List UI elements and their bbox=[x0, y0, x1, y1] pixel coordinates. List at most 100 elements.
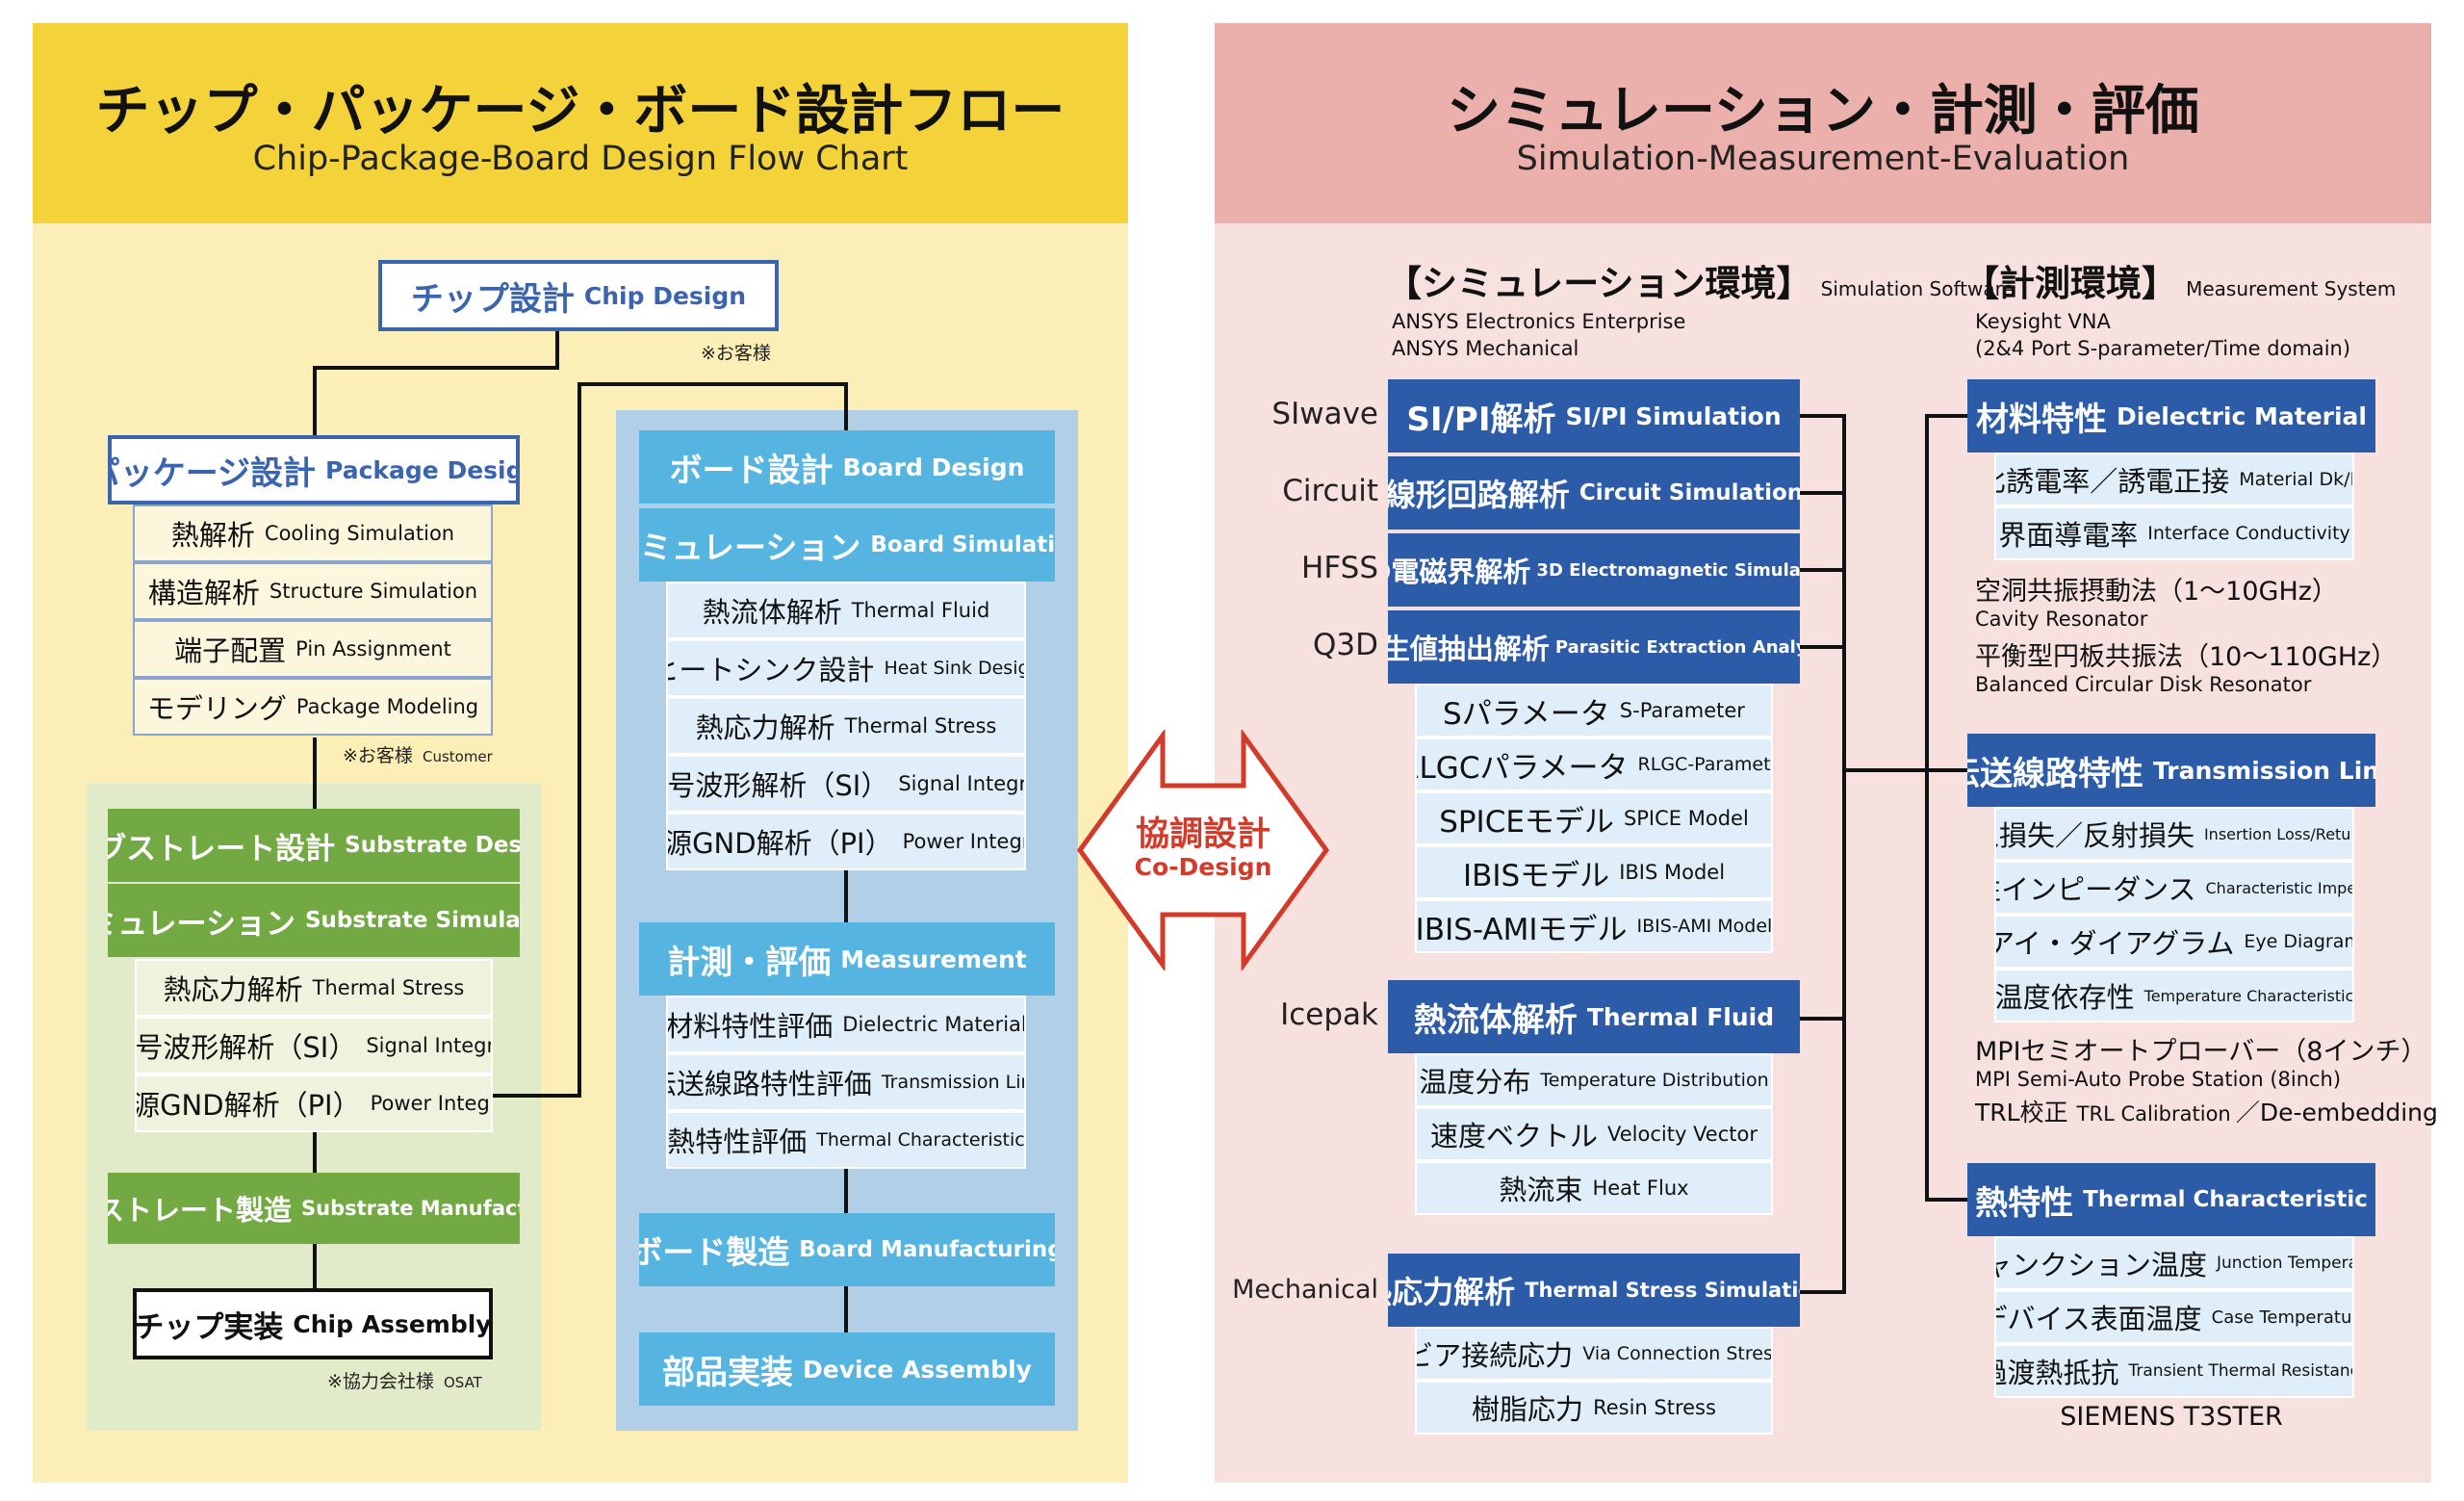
sim-item: IBIS-AMIモデル IBIS-AMI Model bbox=[1415, 899, 1773, 953]
connector bbox=[313, 366, 559, 370]
dielectric-box: 材料特性 Dielectric Material bbox=[1967, 379, 2375, 453]
sim-box-jp: SI/PI解析 bbox=[1406, 400, 1556, 439]
connector bbox=[555, 329, 559, 368]
sim-box-jp: 線形回路解析 bbox=[1388, 477, 1570, 513]
measurement-item: 熱特性評価 Thermal Characteristic bbox=[666, 1111, 1026, 1169]
package-note-en: Customer bbox=[422, 748, 493, 765]
measurement-item: 材料特性評価 Dielectric Material bbox=[666, 996, 1026, 1053]
dielectric-item-jp: 界面導電率 bbox=[1998, 519, 2139, 552]
tline-item-en: Eye Diagram bbox=[2244, 931, 2354, 952]
dielectric-item-en: Interface Conductivity bbox=[2147, 523, 2350, 544]
device-assembly-jp: 部品実装 bbox=[662, 1353, 794, 1392]
substrate-sim-jp: シミュレーション bbox=[108, 906, 295, 942]
sim-item-en: SPICE Model bbox=[1623, 807, 1749, 830]
package-item-en: Structure Simulation bbox=[269, 580, 478, 603]
sim-item: IBISモデル IBIS Model bbox=[1415, 845, 1773, 899]
board-sim-box: シミュレーション Board Simulation bbox=[639, 508, 1055, 582]
codesign-jp: 協調設計 bbox=[1135, 815, 1270, 854]
right-subtitle: Simulation-Measurement-Evaluation bbox=[1516, 140, 2130, 178]
board-item: ヒートシンク設計 Heat Sink Design bbox=[666, 639, 1026, 697]
device-assembly-box: 部品実装 Device Assembly bbox=[639, 1333, 1055, 1406]
package-item-jp: 構造解析 bbox=[147, 577, 260, 609]
connector bbox=[1800, 1017, 1846, 1021]
tline-en: Transmission Line bbox=[2152, 756, 2375, 785]
connector bbox=[578, 382, 848, 386]
meas-env-jp: 【計測環境】 bbox=[1964, 263, 2177, 304]
thermal-char-item-jp: デバイス表面温度 bbox=[1994, 1303, 2202, 1335]
tline-item-jp: 挿入損失／反射損失 bbox=[1996, 819, 2194, 852]
sim-box-jp: 3D電磁界解析 bbox=[1388, 556, 1531, 588]
substrate-design-en: Substrate Design bbox=[345, 833, 520, 858]
connector bbox=[313, 738, 317, 813]
thermal-item-jp: 速度ベクトル bbox=[1430, 1120, 1599, 1152]
connector bbox=[313, 366, 317, 439]
trl-jp: TRL校正 bbox=[1975, 1099, 2068, 1126]
board-mfg-jp: ボード製造 bbox=[639, 1233, 790, 1271]
package-item-en: Cooling Simulation bbox=[264, 522, 455, 545]
assembly-note: ※協力会社様 bbox=[327, 1371, 434, 1392]
connector bbox=[1925, 414, 1971, 418]
sim-item-en: S-Parameter bbox=[1619, 699, 1745, 722]
sim-env-line: ANSYS Electronics Enterprise bbox=[1392, 310, 1686, 333]
sim-box: 寄生値抽出解析 Parasitic Extraction Analysis bbox=[1388, 610, 1800, 684]
package-item: 構造解析 Structure Simulation bbox=[133, 562, 493, 620]
sim-box-en: SI/PI Simulation bbox=[1565, 401, 1782, 430]
thermal-char-item: 過渡熱抵抗 Transient Thermal Resistance bbox=[1994, 1344, 2354, 1398]
sim-item-jp: IBISモデル bbox=[1462, 858, 1610, 893]
thermal-item-en: Velocity Vector bbox=[1607, 1123, 1758, 1146]
meas-env-en: Measurement System bbox=[2186, 277, 2397, 300]
sim-box-en: Circuit Simulation bbox=[1578, 480, 1800, 505]
board-item-jp: 電源GND解析（PI） bbox=[666, 827, 893, 860]
chip-design-box: チップ設計 Chip Design bbox=[378, 260, 779, 331]
thermal-item: 熱流束 Heat Flux bbox=[1415, 1161, 1773, 1215]
tool-label: Circuit bbox=[1282, 474, 1378, 508]
sim-item-en: IBIS-AMI Model bbox=[1636, 916, 1773, 937]
connector bbox=[844, 868, 848, 924]
substrate-item: 熱応力解析 Thermal Stress bbox=[135, 959, 493, 1017]
sim-env-jp: 【シミュレーション環境】 bbox=[1386, 263, 1812, 304]
thermal-item-en: Heat Flux bbox=[1592, 1177, 1689, 1200]
thermal-item: 速度ベクトル Velocity Vector bbox=[1415, 1107, 1773, 1161]
board-design-en: Board Design bbox=[842, 453, 1025, 481]
board-sim-jp: シミュレーション bbox=[639, 529, 861, 566]
thermal-char-item: ジャンクション温度 Junction Temperature bbox=[1994, 1236, 2354, 1290]
tool-label: Icepak bbox=[1280, 997, 1378, 1032]
package-item: 熱解析 Cooling Simulation bbox=[133, 505, 493, 562]
connector bbox=[1925, 1198, 1971, 1202]
substrate-mfg-en: Substrate Manufacturing bbox=[301, 1197, 520, 1220]
connector bbox=[1925, 414, 1929, 1198]
board-item-en: Thermal Stress bbox=[844, 714, 997, 738]
thermal-stress-en: Thermal Stress Simulation bbox=[1525, 1279, 1800, 1302]
trl-en: TRL Calibration bbox=[2076, 1102, 2231, 1126]
board-mfg-en: Board Manufacturing bbox=[799, 1237, 1055, 1262]
connector bbox=[493, 1094, 581, 1098]
chip-assembly-box: チップ実装 Chip Assembly bbox=[133, 1288, 493, 1359]
sim-item: RLGCパラメータ RLGC-Parameter bbox=[1415, 738, 1773, 791]
substrate-design-jp: サブストレート設計 bbox=[108, 831, 336, 867]
thermal-stress-box: 熱応力解析 Thermal Stress Simulation bbox=[1388, 1254, 1800, 1327]
sim-box: 3D電磁界解析 3D Electromagnetic Simulation bbox=[1388, 533, 1800, 607]
tline-item-en: Temperature Characteristic bbox=[2143, 986, 2354, 1005]
thermal-item-en: Temperature Distribution bbox=[1540, 1070, 1769, 1091]
dielectric-en: Dielectric Material bbox=[2117, 401, 2367, 430]
device-assembly-en: Device Assembly bbox=[803, 1355, 1032, 1384]
chip-design-jp: チップ設計 bbox=[410, 279, 575, 319]
package-item-jp: 端子配置 bbox=[174, 634, 287, 667]
dielectric-jp: 材料特性 bbox=[1976, 400, 2107, 439]
sim-item-jp: RLGCパラメータ bbox=[1415, 750, 1629, 786]
substrate-item-jp: 信号波形解析（SI） bbox=[135, 1031, 357, 1064]
stress-item-en: Via Connection Stress bbox=[1582, 1343, 1773, 1364]
tline-item: 挿入損失／反射損失 Insertion Loss/Return Loss bbox=[1994, 807, 2354, 861]
mpi-jp: MPIセミオートプローバー（8インチ） bbox=[1975, 1037, 2427, 1067]
substrate-sim-en: Substrate Simulation bbox=[304, 908, 520, 933]
connector bbox=[313, 1242, 317, 1290]
thermal-item-jp: 熱流束 bbox=[1499, 1174, 1583, 1206]
sim-env-en: Simulation Software bbox=[1820, 277, 2015, 300]
package-item: 端子配置 Pin Assignment bbox=[133, 620, 493, 678]
board-item: 熱応力解析 Thermal Stress bbox=[666, 697, 1026, 755]
sim-box: 線形回路解析 Circuit Simulation bbox=[1388, 456, 1800, 530]
left-title: チップ・パッケージ・ボード設計フロー bbox=[95, 80, 1065, 142]
sim-item: SPICEモデル SPICE Model bbox=[1415, 791, 1773, 845]
board-item: 電源GND解析（PI） Power Integrity bbox=[666, 813, 1026, 870]
tline-item: アイ・ダイアグラム Eye Diagram bbox=[1994, 915, 2354, 969]
